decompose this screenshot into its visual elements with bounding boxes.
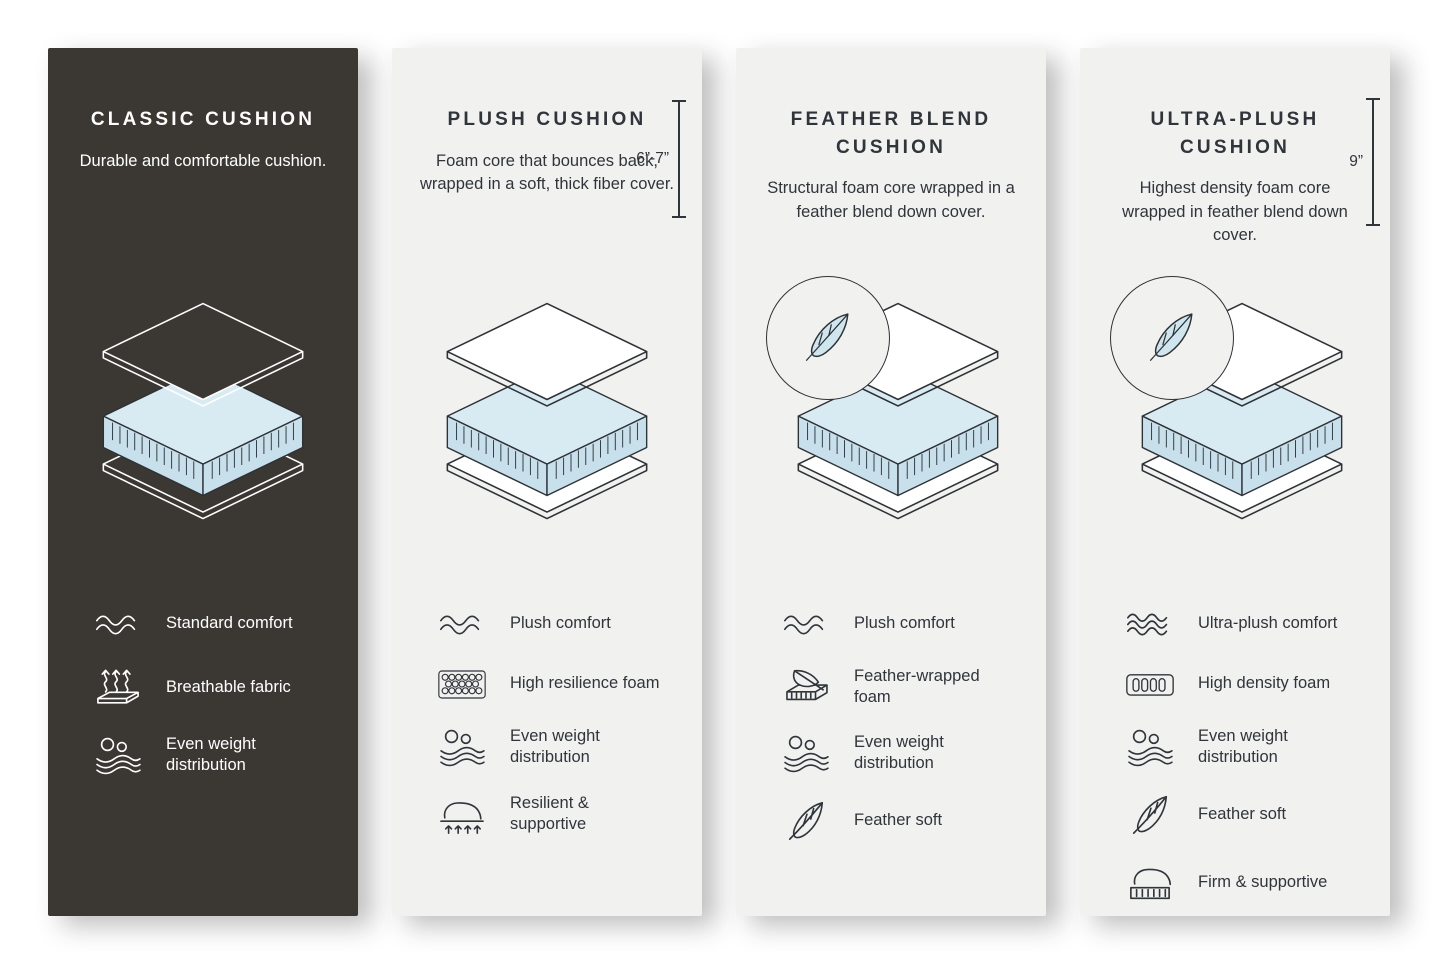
comfort-waves-icon (434, 610, 490, 639)
feature-item: Plush comfort (434, 606, 694, 642)
feature-label: Even weight distribution (166, 735, 256, 775)
dimension-line (1366, 98, 1380, 226)
feather-foam-icon (778, 667, 834, 707)
feature-item: Feather soft (778, 798, 1038, 842)
thickness-dimension: 9” (1349, 98, 1380, 226)
feature-item: Breathable fabric (90, 666, 350, 710)
feature-list: Plush comfort Feather-wrapped foam (778, 606, 1038, 866)
cushion-layers-diagram (1080, 276, 1390, 525)
feature-label: Ultra-plush comfort (1198, 614, 1338, 633)
feature-label: High density foam (1198, 674, 1331, 693)
feature-list: Plush comfort High resilience foam (434, 606, 694, 860)
dense-waves-icon (1122, 610, 1178, 639)
feature-item: Feather soft (1122, 792, 1382, 836)
feature-item: Feather-wrapped foam (778, 666, 1038, 708)
feather-badge-icon (766, 276, 890, 400)
feature-item: Plush comfort (778, 606, 1038, 642)
feature-label: Breathable fabric (166, 678, 291, 697)
feature-list: Standard comfort Breathable fabric (90, 606, 350, 800)
card-ultra-plush-cushion: ULTRA-PLUSH CUSHION Highest density foam… (1080, 48, 1390, 916)
card-title: ULTRA-PLUSH CUSHION (1150, 109, 1320, 158)
feature-item: Even weight distribution (434, 726, 694, 768)
comfort-waves-icon (778, 610, 834, 639)
card-description: Durable and comfortable cushion. (79, 151, 327, 170)
firm-hand-icon (1122, 860, 1178, 904)
cushion-stack-illustration (102, 302, 304, 520)
card-description: Structural foam core wrapped in a feathe… (767, 179, 1015, 221)
feature-label: Even weight distribution (510, 727, 600, 767)
even-weight-icon (434, 727, 490, 767)
feature-item: Even weight distribution (90, 734, 350, 776)
feature-item: High resilience foam (434, 666, 694, 702)
high-density-foam-icon (1122, 668, 1178, 701)
feature-item: Firm & supportive (1122, 860, 1382, 904)
feature-item: Resilient & supportive (434, 792, 694, 836)
feature-label: Feather soft (854, 810, 943, 829)
resilient-hand-icon (434, 792, 490, 836)
cushion-stack-illustration (1141, 302, 1343, 520)
card-description: Highest density foam core wrapped in fea… (1122, 179, 1348, 244)
feature-label: Even weight distribution (1198, 727, 1288, 767)
comfort-waves-icon (90, 610, 146, 639)
thickness-label: 9” (1349, 153, 1363, 170)
feature-list: Ultra-plush comfort High density foam (1122, 606, 1382, 928)
feather-badge-icon (1110, 276, 1234, 400)
foam-cells-icon (434, 667, 490, 702)
thickness-dimension: 6”-7” (636, 100, 686, 218)
feature-label: Feather-wrapped foam (854, 667, 980, 707)
card-description: Foam core that bounces back, wrapped in … (419, 151, 675, 193)
feature-label: Firm & supportive (1198, 872, 1328, 891)
cushion-layers-diagram (392, 298, 702, 525)
even-weight-icon (778, 733, 834, 773)
feature-item: Even weight distribution (1122, 726, 1382, 768)
feature-item: Even weight distribution (778, 732, 1038, 774)
cushion-stack-illustration (446, 302, 648, 520)
feature-label: Feather soft (1198, 804, 1287, 823)
card-classic-cushion: CLASSIC CUSHION Durable and comfortable … (48, 48, 358, 916)
feature-label: Resilient & supportive (510, 794, 589, 834)
feature-label: Standard comfort (166, 614, 293, 633)
feather-icon (1122, 792, 1178, 836)
feature-item: High density foam (1122, 666, 1382, 702)
even-weight-icon (90, 735, 146, 775)
card-title: CLASSIC CUSHION (90, 109, 316, 130)
feature-item: Standard comfort (90, 606, 350, 642)
card-title: PLUSH CUSHION (447, 109, 647, 130)
cushion-layers-diagram (48, 298, 358, 525)
feather-icon (778, 798, 834, 842)
even-weight-icon (1122, 727, 1178, 767)
feature-label: Even weight distribution (854, 733, 944, 773)
feature-label: Plush comfort (854, 614, 955, 633)
card-title: FEATHER BLEND CUSHION (790, 109, 992, 158)
feature-item: Ultra-plush comfort (1122, 606, 1382, 642)
feature-label: Plush comfort (510, 614, 611, 633)
dimension-line (672, 100, 686, 218)
cushion-layers-diagram (736, 276, 1046, 525)
feature-label: High resilience foam (510, 674, 660, 693)
cushion-stack-illustration (797, 302, 999, 520)
thickness-label: 6”-7” (636, 150, 669, 167)
card-plush-cushion: PLUSH CUSHION Foam core that bounces bac… (392, 48, 702, 916)
breathable-fabric-icon (90, 666, 146, 710)
card-feather-blend-cushion: FEATHER BLEND CUSHION Structural foam co… (736, 48, 1046, 916)
